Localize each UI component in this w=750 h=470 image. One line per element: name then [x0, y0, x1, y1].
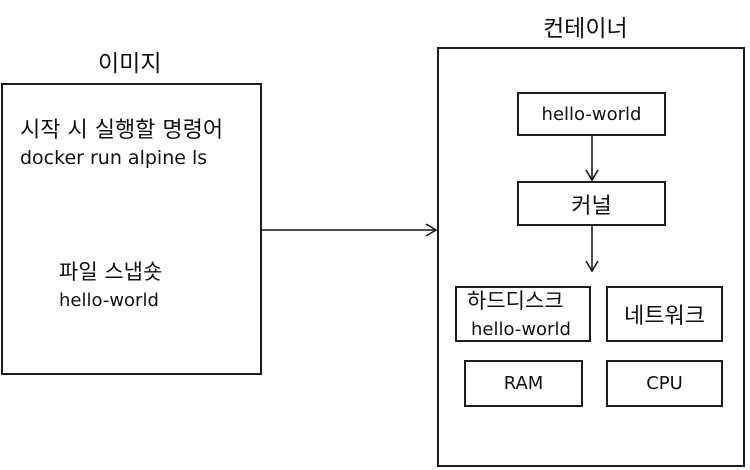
snapshot-label: 파일 스냅숏 — [59, 260, 163, 284]
ram-box: RAM — [464, 360, 583, 407]
process-box: hello-world — [517, 92, 666, 136]
startup-command: docker run alpine ls — [20, 147, 208, 169]
snapshot-value: hello-world — [59, 290, 159, 311]
disk-box: 하드디스크 hello-world — [455, 286, 591, 342]
kernel-box: 커널 — [517, 181, 666, 226]
kernel-label: 커널 — [571, 193, 612, 219]
image-box — [1, 83, 262, 375]
kernel-to-resources-arrow-head — [585, 260, 599, 273]
disk-value: hello-world — [471, 319, 571, 340]
startup-label: 시작 시 실행할 명령어 — [20, 118, 224, 143]
process-to-kernel-arrow-head — [585, 169, 599, 182]
process-label: hello-world — [541, 103, 642, 125]
image-to-container-arrow-head — [425, 223, 438, 237]
ram-label: RAM — [503, 373, 544, 394]
cpu-box: CPU — [606, 360, 723, 407]
cpu-label: CPU — [646, 373, 683, 394]
image-title: 이미지 — [98, 51, 162, 77]
network-label: 네트워크 — [624, 304, 705, 329]
disk-label: 하드디스크 — [467, 289, 564, 313]
network-box: 네트워크 — [606, 286, 723, 342]
container-title: 컨테이너 — [543, 16, 628, 42]
